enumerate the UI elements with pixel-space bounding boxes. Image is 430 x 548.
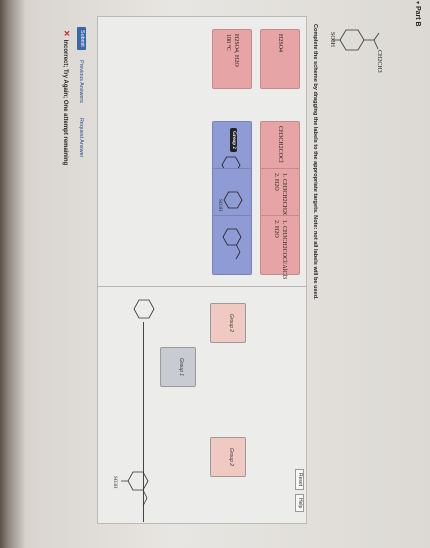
- tile-text-line2: 100 °C: [225, 34, 231, 51]
- label-tile-ketone-ring[interactable]: [212, 215, 252, 275]
- request-answer-link[interactable]: Request Answer: [78, 118, 84, 158]
- drop-target-3[interactable]: Group 2: [210, 437, 246, 477]
- reset-button[interactable]: Reset: [295, 469, 304, 491]
- product-molecule-icon: [121, 471, 149, 507]
- tile-sub-label: SO3H: [217, 199, 222, 212]
- tile-text: CH3CH2COCl: [277, 126, 283, 163]
- instruction-text: Complete the scheme by dragging the labe…: [312, 24, 318, 300]
- tile-text: 1. CH3CH2COCl/AlCl3: [281, 220, 287, 280]
- drop-target-2[interactable]: Group 1: [160, 347, 196, 387]
- drag-drop-workspace: Reset Help H2SO4 H2SO4, H2O 100 °C CH3CH…: [97, 16, 307, 524]
- tile-text: H2SO4, H2O: [233, 34, 239, 67]
- drop-target-label: Group 2: [228, 313, 234, 333]
- label-tile-sulfonic-ring[interactable]: SO3H: [212, 168, 252, 228]
- label-tile-h2so4[interactable]: H2SO4: [260, 29, 300, 89]
- tile-text-line2: 2. H2O: [273, 220, 279, 238]
- palette-divider: [98, 286, 306, 287]
- drop-target-label: Group 2: [228, 447, 234, 467]
- submit-button[interactable]: Submit: [77, 27, 86, 50]
- tile-text-line2: 2. H2O: [273, 173, 279, 191]
- group-2-badge: Group 2: [230, 128, 237, 152]
- feedback-message: ✕ Incorrect; Try Again; One attempt remai…: [62, 30, 71, 165]
- help-button[interactable]: Help: [295, 494, 304, 513]
- target-molecule-structure: [332, 29, 380, 51]
- label-tile-acylation-reagent[interactable]: 1. CH3CH2COCl/AlCl3 2. H2O: [260, 215, 300, 279]
- benzene-start-icon: [133, 299, 155, 319]
- drop-target-label: Group 1: [178, 357, 184, 377]
- benzene-ring-icon: [223, 191, 243, 209]
- drop-target-1[interactable]: Group 2: [210, 303, 246, 343]
- feedback-text: Incorrect; Try Again; One attempt remain…: [62, 39, 68, 166]
- collapse-arrow-icon[interactable]: ▾: [414, 1, 420, 5]
- tile-text: H2SO4: [277, 34, 283, 53]
- error-x-icon: ✕: [62, 30, 71, 37]
- product-sulfo-label: SO3H: [112, 476, 117, 489]
- previous-answers-link[interactable]: Previous Answers: [78, 60, 84, 103]
- top-molecule-acyl-label: CH2CH3: [376, 50, 382, 73]
- aryl-ketone-icon: [222, 228, 242, 260]
- label-tile-h2so4-h2o[interactable]: H2SO4, H2O 100 °C: [212, 29, 252, 89]
- top-molecule-sulfo-label: SO3H: [329, 32, 335, 48]
